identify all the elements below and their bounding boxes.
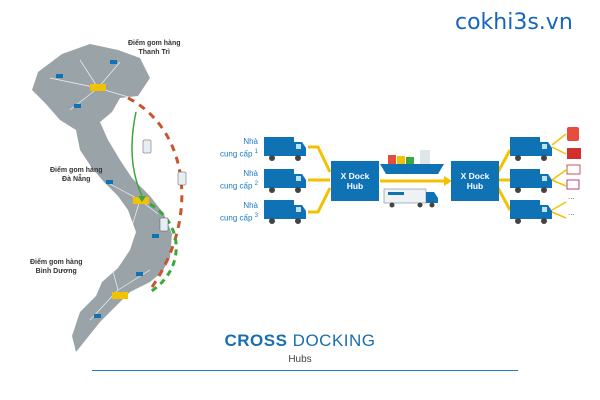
watermark-text: cokhi3s.vn [455,10,573,35]
supplier-label-line: cung cấp [219,181,253,191]
supplier-label-2: Nhà cung cấp 2 [212,169,258,192]
supplier-label-1: Nhà cung cấp 1 [212,137,258,160]
diagram-subtitle: Hubs [288,354,312,365]
delivery-truck-icon [510,137,552,161]
xdock-label-line: Hub [346,181,364,191]
delivery-truck-icon [510,169,552,193]
delivery-truck-icon [510,200,552,224]
store-logo-icon [567,148,581,159]
supplier-number: 1 [254,149,258,155]
supplier-label-line: cung cấp [219,213,253,223]
supplier-label-line: Nhà [243,201,258,210]
route-truck-icon [177,171,187,186]
store-logo-icon [566,179,580,190]
store-logo-icon [567,127,579,141]
store-ellipsis: ... [568,192,575,201]
hub-label-binh-duong: Điểm gom hàng Bình Dương [30,258,83,276]
arrowhead-icon [138,196,146,202]
supplier-label-line: Nhà [243,137,258,146]
hub-marker-thanh-tri [90,84,106,91]
store-ellipsis: ... [568,208,575,217]
route-truck-icon [142,139,152,154]
hub-label-line: Điểm gom hàng [50,167,103,174]
hub-label-line: Đà Nẵng [62,176,91,183]
supplier-truck-icon [264,169,306,193]
hub-label-line: Thanh Trì [138,49,171,56]
arrowhead-icon [444,176,452,186]
supplier-number: 2 [254,181,258,187]
route-truck-icon [159,217,169,232]
xdock-label-line: Hub [466,181,484,191]
connectors-right [496,149,512,211]
supplier-truck-icon [264,200,306,224]
hub-label-thanh-tri: Điểm gom hàng Thanh Trì [128,39,181,57]
hub-label-line: Bình Dương [35,268,77,275]
supplier-truck-icon [264,137,306,161]
hub-label-da-nang: Điểm gom hàng Đà Nẵng [50,166,103,184]
route-orange-dashed [127,96,184,291]
container-truck-icon [383,188,438,208]
supplier-label-line: cung cấp [219,149,253,159]
route-green-arrow [131,111,143,197]
hub-label-line: Điểm gom hàng [128,40,181,47]
supplier-number: 3 [254,213,258,219]
connectors-left [308,145,332,214]
store-logo-icon [566,164,581,175]
xdock-label-line: X Dock [460,171,490,181]
supplier-label-line: Nhà [243,169,258,178]
supplier-label-3: Nhà cung cấp 3 [212,201,258,224]
footer-divider [92,370,518,371]
title-bold: CROSS [224,331,288,350]
map-truck-icons [56,60,159,318]
hub-label-line: Điểm gom hàng [30,259,83,266]
diagram-title: CROSS DOCKING [200,331,400,351]
xdock-label-line: X Dock [340,171,370,181]
store-connectors [551,133,567,219]
cargo-ship-icon [380,150,444,174]
route-green-dashed [149,202,178,294]
title-light: DOCKING [292,331,376,350]
hub-marker-binh-duong [112,292,128,299]
